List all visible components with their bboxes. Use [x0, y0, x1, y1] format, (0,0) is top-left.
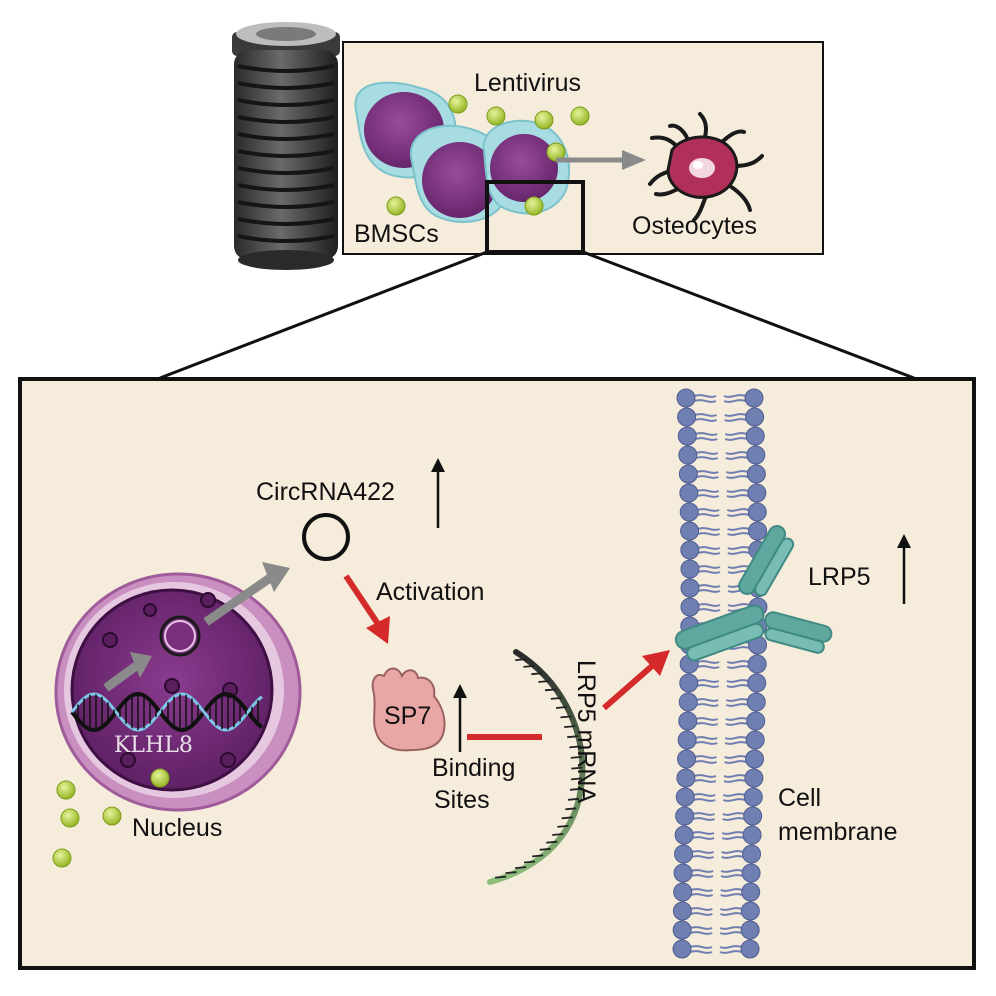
virus-particle: [448, 94, 468, 114]
virus-particle: [534, 110, 554, 130]
circrna-ring: [302, 513, 350, 561]
membrane-label: membrane: [778, 818, 898, 846]
zoom-line-left: [159, 250, 488, 380]
sites-label: Sites: [434, 786, 490, 814]
export-arrow: [103, 562, 290, 692]
up-arrow-lrp5: [897, 534, 911, 604]
circrna-label: CircRNA422: [256, 478, 395, 506]
lrp5-receptor: [674, 525, 833, 662]
sp7-label: SP7: [384, 702, 431, 730]
differentiation-arrow: [556, 150, 646, 170]
virus-particle: [102, 806, 122, 826]
up-arrow-sp7: [453, 684, 467, 752]
cell-membrane: [672, 388, 768, 959]
lrp5-mrna: [487, 649, 586, 885]
klhl8-label: KLHL8: [114, 733, 193, 758]
binding-label: Binding: [432, 754, 515, 782]
bmscs-label: BMSCs: [354, 220, 439, 248]
virus-particle: [56, 780, 76, 800]
implant: [232, 22, 340, 270]
osteocytes-label: Osteocytes: [632, 212, 757, 240]
lrp5-label: LRP5: [808, 563, 871, 591]
lentivirus-particles: [52, 768, 170, 868]
nucleus: [54, 572, 302, 812]
osteocyte: [648, 112, 764, 222]
cell-label: Cell: [778, 784, 821, 812]
virus-particle: [524, 196, 544, 216]
virus-particle: [52, 848, 72, 868]
activation-label: Activation: [376, 578, 484, 606]
virus-particle: [150, 768, 170, 788]
sp7-protein: [371, 667, 446, 752]
up-arrow-circrna: [431, 458, 445, 528]
nucleus-label: Nucleus: [132, 814, 222, 842]
virus-particle: [60, 808, 80, 828]
zoom-line-right: [582, 250, 915, 380]
virus-particle: [570, 106, 590, 126]
dna-helix: [70, 691, 264, 733]
translation-arrow: [602, 650, 670, 711]
lentivirus-label: Lentivirus: [474, 69, 581, 97]
virus-particle: [486, 106, 506, 126]
bmsc-cell: [482, 119, 570, 215]
virus-particle: [386, 196, 406, 216]
zoom-box: [485, 180, 585, 254]
lrp5-mrna-label: LRP5 mRNA: [572, 660, 600, 803]
activation-arrow: [343, 574, 390, 644]
